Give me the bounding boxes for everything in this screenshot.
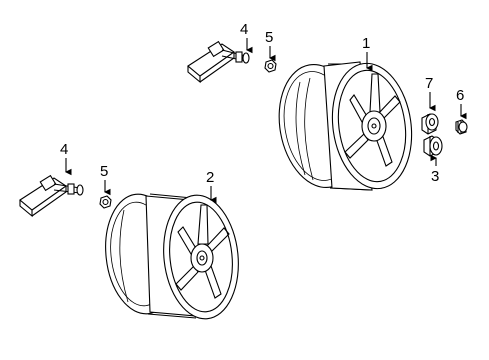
callout-7: 7 <box>425 75 433 92</box>
callout-3: 3 <box>431 168 439 185</box>
tpms-sensor-lower-icon <box>19 174 84 218</box>
callout-2: 2 <box>206 169 214 186</box>
callout-4-upper: 4 <box>240 21 248 38</box>
callout-1: 1 <box>362 35 370 52</box>
tpms-sensor-upper-icon <box>187 40 250 84</box>
lug-nut-icon <box>423 135 443 157</box>
lock-nut-icon <box>421 113 439 135</box>
valve-nut-lower-icon <box>99 195 112 209</box>
callout-4-lower: 4 <box>60 141 68 158</box>
callout-labels: 1 2 3 4 4 5 5 6 7 <box>60 21 464 186</box>
valve-cap-icon <box>455 119 468 135</box>
callout-6: 6 <box>456 87 464 104</box>
callout-5-lower: 5 <box>100 163 108 180</box>
valve-nut-upper-icon <box>264 59 277 73</box>
wheel-2-icon <box>105 193 239 320</box>
callout-5-upper: 5 <box>265 29 273 46</box>
leader-arrows <box>64 38 467 204</box>
wheel-1-icon <box>278 61 413 191</box>
